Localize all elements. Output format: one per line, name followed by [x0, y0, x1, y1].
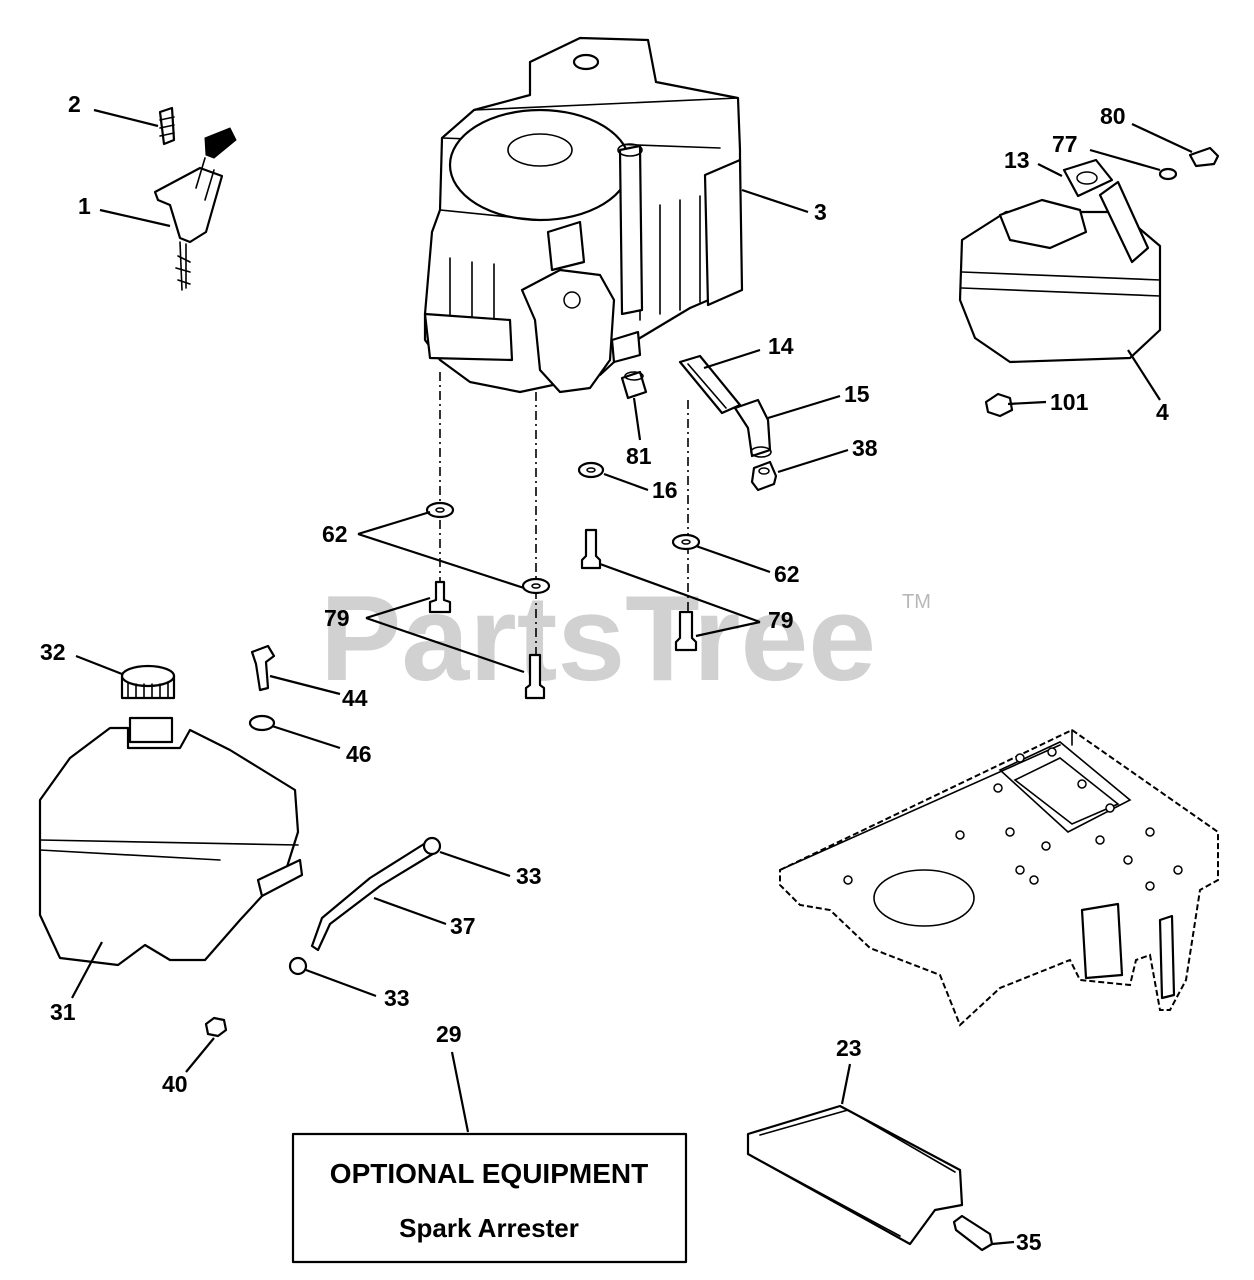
- clamp-33-upper[interactable]: [422, 836, 442, 856]
- bolt-79-right-upper[interactable]: [580, 528, 602, 570]
- callout-15: 15: [844, 381, 870, 407]
- callout-79-left: 79: [324, 605, 350, 631]
- fuel-line-14[interactable]: [678, 354, 742, 415]
- gasket-13[interactable]: [1062, 158, 1114, 198]
- fuel-tank[interactable]: [38, 716, 304, 967]
- fuel-line-37[interactable]: [310, 842, 438, 952]
- callout-62-right: 62: [774, 561, 800, 587]
- callout-101: 101: [1050, 389, 1089, 415]
- callout-44: 44: [342, 685, 368, 711]
- callout-38: 38: [852, 435, 878, 461]
- screw-44[interactable]: [250, 644, 276, 692]
- callout-16: 16: [652, 477, 678, 503]
- washer-77[interactable]: [1158, 167, 1178, 181]
- washer-16[interactable]: [577, 461, 605, 479]
- bolt-80[interactable]: [1188, 146, 1220, 168]
- callout-4: 4: [1156, 399, 1169, 425]
- callout-80: 80: [1100, 103, 1126, 129]
- screw-35[interactable]: [952, 1214, 994, 1252]
- bolt-79-middle[interactable]: [524, 653, 546, 700]
- callouts: 2 1 3 80 77 13 4 101 14 15 81 16 38 62 6…: [40, 91, 1169, 1255]
- callout-1: 1: [78, 193, 91, 219]
- callout-31: 31: [50, 999, 76, 1025]
- spark-arrester-subtitle: Spark Arrester: [399, 1213, 579, 1243]
- bolt-79-right-lower[interactable]: [674, 610, 698, 652]
- clamp-33-lower[interactable]: [288, 956, 308, 976]
- callout-79-right: 79: [768, 607, 794, 633]
- plate-holes: [843, 747, 1183, 891]
- washer-62-right[interactable]: [671, 533, 701, 551]
- spark-arrester[interactable]: [746, 1104, 964, 1246]
- callout-2: 2: [68, 91, 81, 117]
- callout-81: 81: [626, 443, 652, 469]
- callout-35: 35: [1016, 1229, 1042, 1255]
- callout-23: 23: [836, 1035, 862, 1061]
- callout-29: 29: [436, 1021, 462, 1047]
- nut-40[interactable]: [204, 1016, 228, 1038]
- callout-3: 3: [814, 199, 827, 225]
- washer-46[interactable]: [248, 714, 276, 732]
- watermark-brand: PartsTree: [320, 570, 876, 706]
- leader-lines: [71, 108, 1193, 1246]
- screw-2[interactable]: [158, 106, 176, 146]
- callout-40: 40: [162, 1071, 188, 1097]
- callout-33-upper: 33: [516, 863, 542, 889]
- callout-37: 37: [450, 913, 476, 939]
- fuel-cap-32[interactable]: [120, 664, 176, 700]
- callout-46: 46: [346, 741, 372, 767]
- callout-32: 32: [40, 639, 66, 665]
- engine[interactable]: [423, 36, 744, 394]
- fitting-81[interactable]: [620, 370, 648, 400]
- callout-14: 14: [768, 333, 794, 359]
- elbow-fitting-15[interactable]: [733, 398, 772, 458]
- muffler[interactable]: [958, 180, 1162, 364]
- nut-101[interactable]: [984, 392, 1014, 418]
- optional-equipment-box: [291, 1132, 688, 1264]
- nut-38[interactable]: [750, 460, 778, 492]
- callout-77: 77: [1052, 131, 1078, 157]
- callout-33-lower: 33: [384, 985, 410, 1011]
- washer-62-left[interactable]: [425, 501, 455, 519]
- bolt-79-left[interactable]: [428, 580, 452, 614]
- callout-62-left: 62: [322, 521, 348, 547]
- watermark-trademark: TM: [902, 591, 931, 613]
- throttle-control[interactable]: [153, 127, 237, 291]
- washer-62-middle[interactable]: [521, 577, 551, 595]
- callout-13: 13: [1004, 147, 1030, 173]
- optional-equipment-title: OPTIONAL EQUIPMENT: [330, 1158, 648, 1189]
